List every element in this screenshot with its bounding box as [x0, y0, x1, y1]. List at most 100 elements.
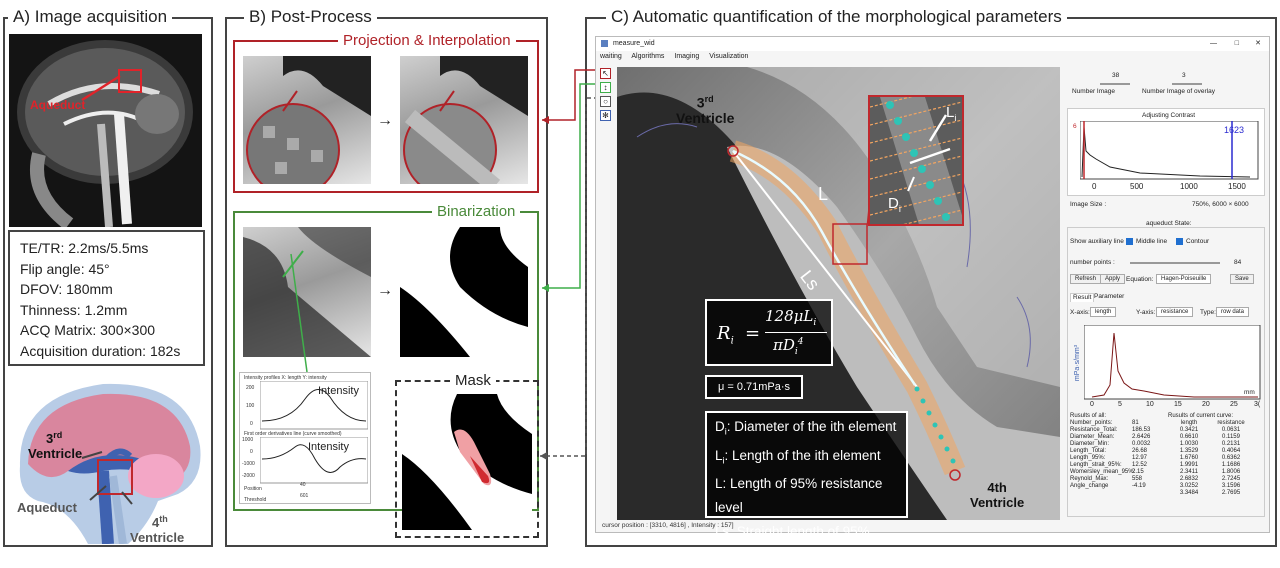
plot2-ytick: -1000	[242, 461, 255, 467]
minimize-button[interactable]: —	[1210, 40, 1217, 47]
cursor-status: cursor position : [3310, 4816] , Intensi…	[602, 522, 734, 529]
aqueduct-label-anat: Aqueduct	[17, 500, 77, 515]
yaxis-label: Y-axis:	[1136, 309, 1156, 316]
plot2-ytick: 1000	[242, 437, 254, 443]
menu-visualization[interactable]: Visualization	[709, 53, 749, 60]
projection-before-image	[243, 56, 371, 184]
window-titlebar: measure_wid — □ ✕	[596, 37, 1269, 51]
menu-algorithms[interactable]: Algorithms	[631, 53, 665, 60]
contrast-histogram[interactable]	[1080, 121, 1260, 187]
def-text: : Straight length of 95% resistance	[715, 524, 870, 564]
contrast-xtick: 0	[1092, 182, 1097, 191]
plot2-ytick: -2000	[242, 473, 255, 479]
binarized-image	[400, 227, 528, 357]
save-button[interactable]: Save	[1230, 274, 1254, 284]
tool-pointer-icon[interactable]: ↖	[600, 68, 611, 79]
param-line: TE/TR: 2.2ms/5.5ms	[20, 240, 149, 256]
maximize-button[interactable]: □	[1234, 40, 1239, 47]
refresh-button[interactable]: Refresh	[1070, 274, 1102, 284]
num-image-slider[interactable]	[1100, 83, 1130, 85]
plot-xtick: 20	[1202, 401, 1210, 408]
results-all-row: Diameter_Min:0.0032	[1070, 441, 1162, 448]
ventricle3-label-a: 3rd Ventricle	[28, 428, 98, 461]
results-cur-cell: 1.0030	[1179, 441, 1199, 447]
menu-imaging[interactable]: Imaging	[674, 53, 700, 60]
results-cur-cell: 0.1159	[1222, 434, 1240, 440]
results-all-row: Womersley_mean_95%:2.15	[1070, 469, 1162, 476]
plot-xunit: mm	[1244, 389, 1255, 396]
type-select[interactable]: row data	[1216, 307, 1250, 317]
middle-line-checkbox[interactable]	[1126, 238, 1133, 245]
ventricle3-c-sup: rd	[704, 94, 714, 104]
results-all-value: -4.19	[1132, 483, 1146, 489]
results-all-key: Resistance_Total:	[1070, 427, 1118, 433]
contour-checkbox[interactable]	[1176, 238, 1183, 245]
results-cur-cell: 3.0252	[1179, 483, 1199, 489]
binarization-input-image	[243, 227, 371, 357]
results-cur-head: resistance	[1217, 420, 1245, 426]
results-cur-cell: 2.7245	[1221, 476, 1241, 482]
window-icon	[601, 39, 608, 47]
resistance-plot[interactable]	[1084, 325, 1262, 405]
aqueduct-label-a: Aqueduct	[30, 98, 86, 112]
ventricle4-word: Ventricle	[130, 530, 185, 546]
formula-lhs-sub: i	[730, 335, 734, 347]
intensity-profile-plot: Intensity profiles X: length Y: intensit…	[239, 372, 371, 504]
plot1-ytick: 100	[246, 403, 255, 409]
results-all-row: Angle_change-4.19	[1070, 483, 1162, 490]
close-button[interactable]: ✕	[1255, 40, 1261, 47]
tool-network-icon[interactable]: ✻	[600, 110, 611, 121]
plot2-ytick: 0	[250, 449, 253, 455]
plot1-ytick: 200	[246, 385, 255, 391]
results-all-row: Length_95%:12.97	[1070, 455, 1162, 462]
results-cur-cell: 3.1596	[1221, 483, 1241, 489]
plot-xtick: 15	[1174, 401, 1182, 408]
plot-xtick: 10	[1146, 401, 1154, 408]
number-points-slider[interactable]	[1130, 262, 1220, 264]
projection-title: Projection & Interpolation	[338, 32, 516, 50]
binarization-box	[233, 211, 539, 511]
results-all-value: 186.53	[1132, 427, 1151, 433]
middle-line-label: Middle line	[1136, 238, 1168, 245]
num-overlay-slider[interactable]	[1172, 83, 1202, 85]
results-cur-cell: 0.0631	[1221, 427, 1241, 433]
tab-parameter[interactable]: Parameter	[1094, 293, 1125, 300]
binarization-title: Binarization	[432, 203, 521, 221]
results-cur-cell: 2.7695	[1221, 490, 1241, 496]
contrast-xtick: 1000	[1180, 182, 1198, 191]
yaxis-select[interactable]: resistance	[1156, 307, 1194, 317]
resistance-formula: Ri = 128μLi πDi4	[705, 299, 833, 366]
tool-ellipse-icon[interactable]: ○	[600, 96, 611, 107]
xaxis-select[interactable]: length	[1090, 307, 1117, 317]
ventricle3-c-num: 3	[696, 94, 705, 111]
results-cur-cell: 1.1686	[1221, 462, 1241, 468]
apply-button[interactable]: Apply	[1100, 274, 1126, 284]
formula-eq: =	[745, 323, 761, 344]
plot1-caption: Intensity profiles X: length Y: intensit…	[244, 375, 327, 381]
tab-result[interactable]: Result	[1070, 293, 1095, 302]
panel-b-title: B) Post-Process	[244, 7, 377, 27]
contrast-xtick: 1500	[1228, 182, 1246, 191]
plot-xtick: 5	[1118, 401, 1122, 408]
menu-waiting[interactable]: waiting	[600, 53, 622, 60]
results-all-key: Length_Total:	[1070, 448, 1107, 454]
definitions-box: Di: Diameter of the ith element Li: Leng…	[705, 411, 908, 563]
label-di-sub: i	[898, 204, 901, 214]
equation-select[interactable]: Hagen-Poiseuille	[1156, 274, 1212, 284]
equation-label: Equation:	[1126, 276, 1154, 283]
number-points-label: number points :	[1070, 259, 1115, 266]
results-cur-cell: 1.8006	[1221, 469, 1241, 475]
param-line: DFOV: 180mm	[20, 281, 113, 297]
projection-arrow: →	[377, 112, 393, 129]
threshold-label: Threshold	[244, 497, 267, 503]
results-all-value: 81	[1132, 420, 1139, 426]
def-sym: D	[715, 419, 725, 434]
plot2-label: Intensity	[308, 441, 349, 453]
results-all-row: Reynold_Max:558	[1070, 476, 1162, 483]
tool-measure-icon[interactable]: ↕	[600, 82, 611, 93]
panel-b	[225, 17, 548, 547]
